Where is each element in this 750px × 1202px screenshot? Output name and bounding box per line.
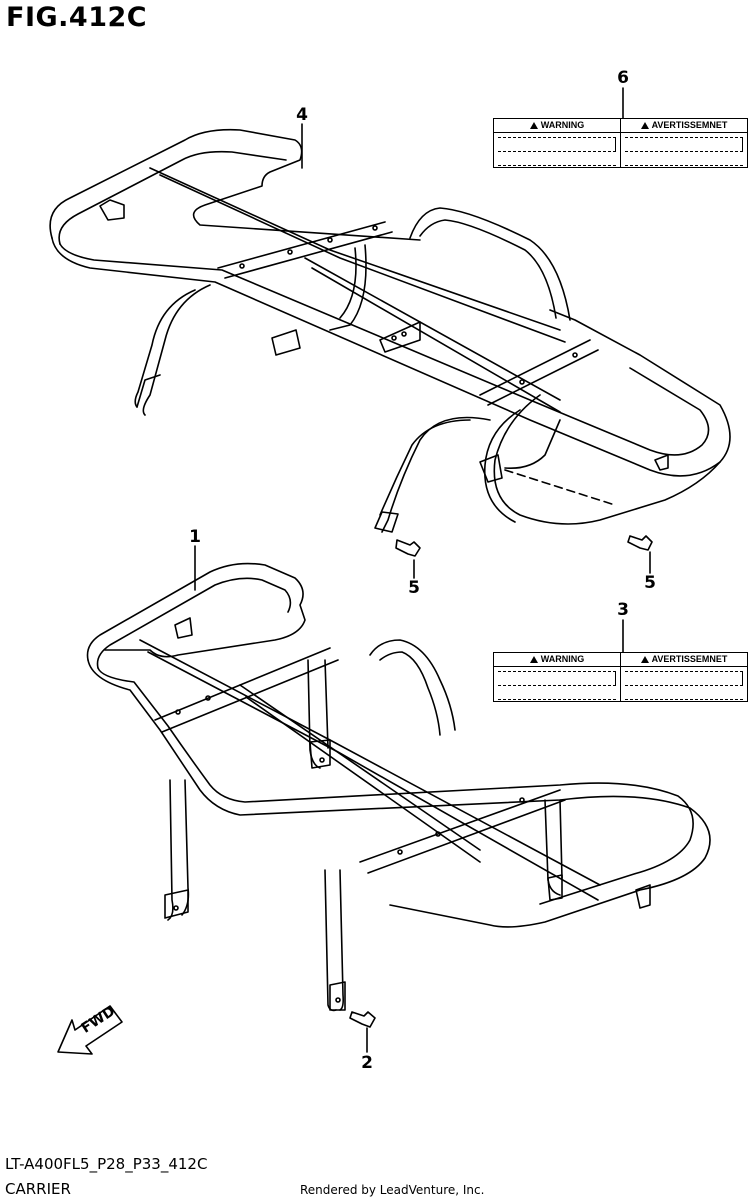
rear-carrier-drawing [49, 128, 731, 533]
callout-5-left: 5 [408, 578, 420, 598]
warning-label-6: WARNING AVERTISSEMNET [493, 118, 748, 168]
callout-1: 1 [189, 527, 201, 547]
bolt-5-left-drawing [395, 539, 421, 557]
callout-5-right: 5 [644, 573, 656, 593]
model-code: LT-A400FL5_P28_P33_412C [5, 1155, 208, 1173]
warning-triangle-icon [640, 122, 649, 129]
warning-label-3: WARNING AVERTISSEMNET [493, 652, 748, 702]
bolt-2-drawing [349, 1011, 376, 1028]
callout-3: 3 [617, 600, 629, 620]
callout-2: 2 [361, 1053, 373, 1073]
rendered-by-credit: Rendered by LeadVenture, Inc. [300, 1183, 485, 1197]
section-name: CARRIER [5, 1180, 71, 1198]
callout-6: 6 [617, 68, 629, 88]
front-carrier-drawing [86, 562, 711, 1012]
warning-triangle-icon [529, 656, 538, 663]
fwd-arrow-icon [57, 1005, 123, 1055]
figure-title: FIG.412C [6, 2, 148, 33]
bolt-5-right-drawing [627, 535, 653, 551]
warning-triangle-icon [529, 122, 538, 129]
callout-4: 4 [296, 105, 308, 125]
warning-triangle-icon [640, 656, 649, 663]
